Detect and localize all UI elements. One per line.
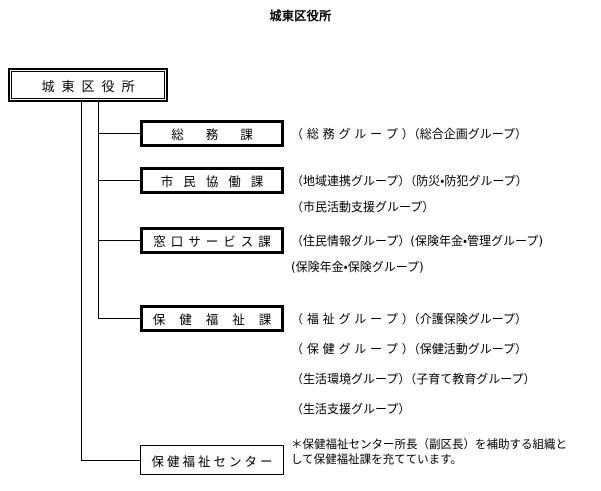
connector-branch-health-welfare-center bbox=[81, 460, 140, 461]
group-line-health-welfare-4: （生活支援グループ） bbox=[291, 402, 411, 416]
connector-branch-citizen-collaboration bbox=[98, 180, 140, 181]
group-line-citizen-collaboration-2: （市民活動支援グループ） bbox=[291, 200, 435, 214]
connector-branch-health-welfare bbox=[98, 318, 140, 319]
group-line-citizen-collaboration-1: （地域連携グループ）（防災・防犯グループ） bbox=[291, 174, 528, 188]
group-line-health-welfare-2: （ 保 健 グ ル ー プ ）（保健活動グループ） bbox=[291, 342, 527, 356]
dept-label-counter-service: 窓口サービス課 bbox=[153, 234, 276, 249]
root-node-label: 城東区役所 bbox=[41, 79, 142, 95]
page-title: 城東区役所 bbox=[269, 9, 332, 23]
group-line-counter-service-1: （住民情報グループ）(保険年金・管理グループ) bbox=[291, 234, 544, 248]
footnote-line-2: して保健福祉課を充てています。 bbox=[291, 452, 463, 466]
connector-trunk-departments bbox=[98, 102, 99, 319]
connector-trunk-main bbox=[81, 102, 82, 460]
root-node-inner-border bbox=[11, 71, 165, 99]
dept-label-health-welfare: 保健福祉課 bbox=[152, 312, 286, 327]
dept-node-health-welfare: 保健福祉課 bbox=[140, 305, 284, 332]
group-line-general-affairs-1: （ 総 務 グ ル ー プ ）（総合企画グループ） bbox=[291, 127, 527, 141]
group-line-health-welfare-3: （生活環境グループ）（子育て教育グループ） bbox=[291, 372, 536, 386]
group-line-health-welfare-1: （ 福 祉 グ ル ー プ ）（介護保険グループ） bbox=[291, 312, 527, 326]
dept-label-general-affairs: 総務課 bbox=[171, 127, 275, 142]
root-node-joto-ward-office: 城東区役所 bbox=[8, 68, 168, 102]
dept-label-citizen-collaboration: 市民協働課 bbox=[160, 174, 274, 189]
dept-node-general-affairs: 総務課 bbox=[140, 120, 284, 147]
dept-node-citizen-collaboration: 市民協働課 bbox=[140, 167, 284, 194]
footnote: ＊保健福祉センター所長（副区長）を補助する組織と して保健福祉課を充てています。 bbox=[291, 437, 591, 467]
connector-branch-general-affairs bbox=[98, 133, 140, 134]
dept-node-counter-service: 窓口サービス課 bbox=[140, 227, 284, 254]
center-node-health-welfare-center: 保健福祉センター bbox=[140, 445, 284, 475]
footnote-line-1: ＊保健福祉センター所長（副区長）を補助する組織と bbox=[291, 437, 567, 451]
center-label-health-welfare-center: 保健福祉センター bbox=[151, 453, 276, 469]
group-line-counter-service-2: (保険年金・保険グループ) bbox=[291, 260, 424, 274]
connector-branch-counter-service bbox=[98, 240, 140, 241]
